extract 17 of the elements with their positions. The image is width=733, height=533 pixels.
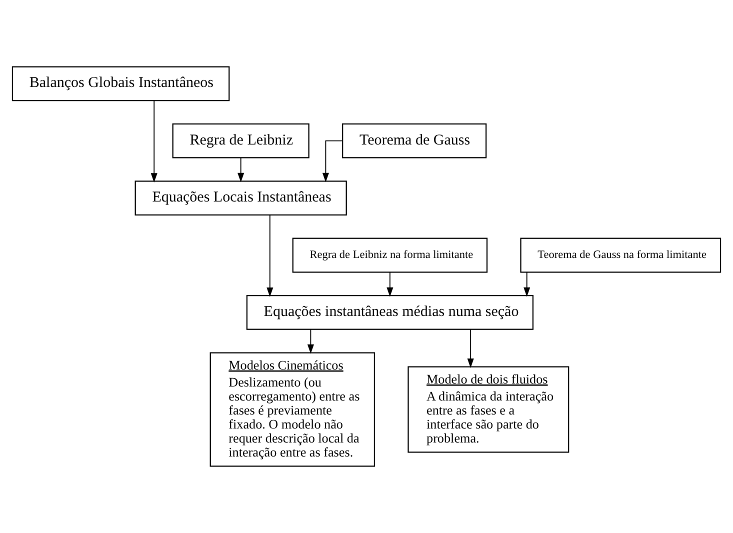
node-box: Teorema de Gauss na forma limitante [520, 238, 722, 273]
node-box: Modelo de dois fluidos A dinâmica da interação entre as fases e a interface são parte do problema. [408, 366, 570, 453]
arrow [266, 214, 274, 297]
node-box: Equações instantâneas médias numa seção [246, 295, 534, 330]
arrow [386, 272, 394, 297]
node-box: Regra de Leibniz na forma limitante [292, 238, 488, 273]
node-box: Modelos Cinemáticos Deslizamento (ou escorregamento) entre as fases é previamente fixado. O modelo não requer descrição local da interação entre as fases. [210, 352, 376, 467]
arrow [150, 100, 158, 182]
arrow [524, 272, 530, 297]
node-box: Balanços Globais Instantâneos [12, 66, 230, 102]
node-box: Regra de Leibniz [172, 123, 310, 158]
arrow [307, 328, 314, 354]
arrow [322, 140, 343, 182]
arrow [467, 328, 474, 368]
node-box: Equações Locais Instantâneas [134, 180, 347, 216]
arrow [238, 158, 244, 182]
node-box: Teorema de Gauss [342, 123, 487, 158]
